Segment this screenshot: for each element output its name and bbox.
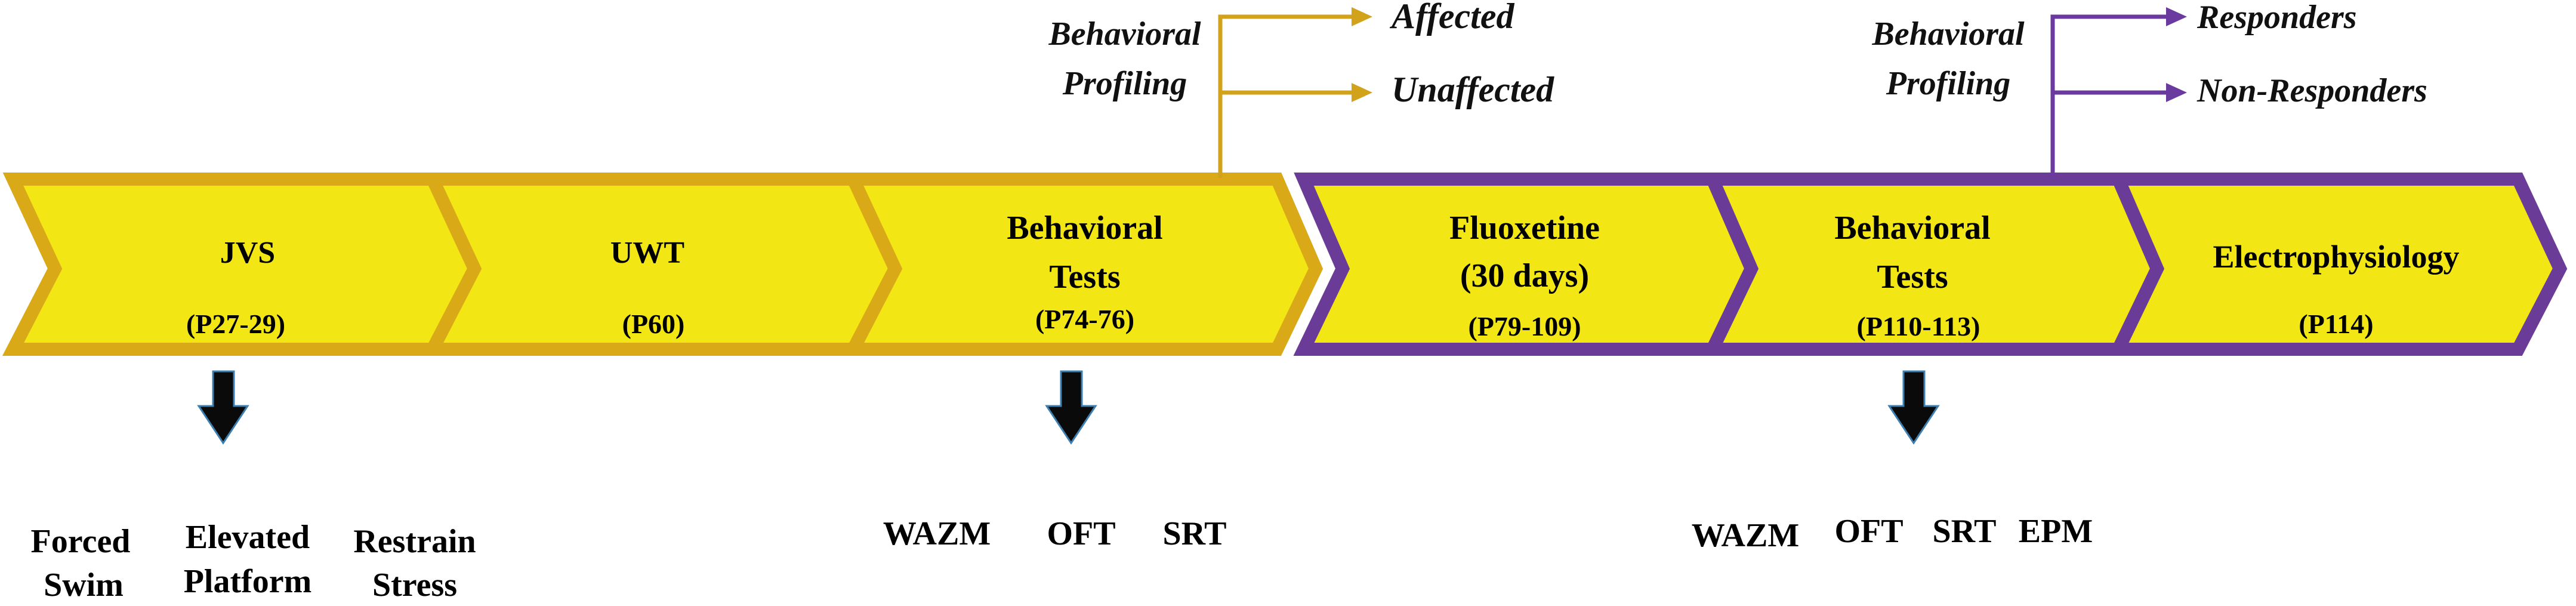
profiling-connector-2 (2050, 14, 2172, 178)
stage-name-uwt: UWT (610, 236, 684, 270)
test-elevated-platform-line2: Platform (184, 563, 312, 600)
arrowhead-unaffected (1352, 83, 1372, 102)
profiling-branch-2: Behavioral Profiling Responders Non-Resp… (1871, 0, 2427, 178)
stage-name-fluoxetine-line2: (30 days) (1460, 257, 1589, 294)
test-group-2: WAZM OFT SRT (883, 515, 1227, 552)
down-arrow-icon (197, 370, 249, 445)
test-srt-1: SRT (1163, 515, 1227, 552)
profiling-label-2-line1: Behavioral (1871, 16, 2025, 53)
stage-period-behavioral-tests-2: (P110-113) (1857, 311, 1980, 342)
stage-chevrons (2, 173, 2568, 356)
profiling-connector-1 (1218, 14, 1358, 178)
stage-period-fluoxetine: (P79-109) (1468, 311, 1581, 342)
outcome-unaffected: Unaffected (1392, 70, 1554, 109)
stage-name-electrophysiology: Electrophysiology (2213, 239, 2459, 275)
stage-name-behavioral-tests-2-line2: Tests (1877, 259, 1948, 296)
down-arrows (197, 370, 1940, 445)
stage-name-fluoxetine-line1: Fluoxetine (1449, 210, 1600, 247)
profiling-label-2-line2: Profiling (1886, 65, 2010, 102)
outcome-non-responders: Non-Responders (2196, 72, 2427, 109)
test-forced-swim-line2: Swim (44, 567, 124, 604)
test-epm: EPM (2019, 513, 2093, 550)
test-oft-2: OFT (1834, 513, 1903, 550)
stage-period-jvs: (P27-29) (186, 309, 285, 339)
profiling-branch-1: Behavioral Profiling Affected Unaffected (1048, 0, 1554, 178)
stage-period-uwt: (P60) (622, 309, 685, 339)
test-wazm-2: WAZM (1692, 517, 1799, 554)
stage-chevron-behavioral-tests-1 (842, 173, 1324, 356)
stage-name-jvs: JVS (220, 236, 275, 270)
test-oft-1: OFT (1047, 515, 1115, 552)
stage-chevron-electrophysiology (2108, 173, 2568, 356)
test-wazm-1: WAZM (883, 515, 991, 552)
down-arrow-icon (1887, 370, 1940, 445)
arrowhead-affected (1352, 7, 1372, 26)
stage-name-behavioral-tests-1-line2: Tests (1049, 259, 1120, 296)
test-group-1: Forced Swim Elevated Platform Restrain S… (31, 519, 476, 604)
test-group-3: WAZM OFT SRT EPM (1692, 513, 2093, 554)
test-restrain-stress-line1: Restrain (353, 523, 476, 560)
profiling-label-1-line2: Profiling (1062, 65, 1187, 102)
test-elevated-platform-line1: Elevated (186, 519, 310, 556)
stage-name-behavioral-tests-1-line1: Behavioral (1007, 210, 1162, 247)
arrowhead-non-responders (2166, 83, 2187, 102)
outcome-affected: Affected (1389, 0, 1514, 36)
down-arrow-icon (1045, 370, 1097, 445)
arrowhead-responders (2166, 7, 2187, 26)
test-forced-swim-line1: Forced (31, 523, 131, 560)
outcome-responders: Responders (2196, 0, 2357, 36)
test-srt-2: SRT (1933, 513, 1997, 550)
stage-period-electrophysiology: (P114) (2299, 309, 2373, 339)
stage-period-behavioral-tests-1: (P74-76) (1035, 304, 1134, 334)
stage-name-behavioral-tests-2-line1: Behavioral (1834, 210, 1990, 247)
test-restrain-stress-line2: Stress (372, 567, 457, 604)
profiling-label-1-line1: Behavioral (1048, 16, 1201, 53)
stage-labels: JVS (P27-29) UWT (P60) Behavioral Tests … (186, 210, 2460, 342)
